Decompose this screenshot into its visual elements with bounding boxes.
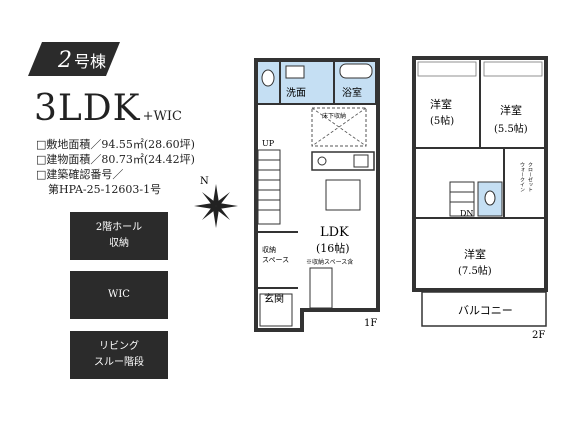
compass-rose: N (194, 176, 238, 228)
room-ldk: LDK (320, 225, 349, 240)
room-2-size: (5.5帖) (494, 122, 528, 135)
kitchen-sink-icon (353, 154, 369, 168)
feature-hall-storage: 2階ホール 収納 (70, 212, 168, 260)
balcony-label: バルコニー (458, 304, 513, 317)
building-area: □建物面積／80.73㎡(24.42坪) (36, 153, 195, 166)
floor-plan-2f: 洋室 (5帖) 洋室 (5.5帖) DN ウォークイン クローゼット 洋室 (7… (412, 56, 548, 341)
room-1-size: (5帖) (430, 114, 454, 127)
bathtub-icon (339, 63, 373, 79)
compass-north: N (200, 176, 209, 187)
toilet-2f-icon (484, 190, 496, 206)
land-area: □敷地面積／94.55㎡(28.60坪) (36, 138, 195, 151)
feature-wic: WIC (70, 271, 168, 319)
room-3-size: (7.5帖) (458, 264, 492, 277)
ldk-note: ※収納スペース含 (306, 258, 353, 266)
feature-wic-line1: WIC (108, 289, 130, 300)
storage-space-line2: スペース (262, 256, 289, 264)
floor-plan-1f: 洗面 浴室 UP 床下収納 収納 スペース LDK (16帖) ※収納スペース含… (254, 58, 380, 332)
unit-number: 2 (58, 48, 72, 73)
stove-icon (317, 156, 327, 166)
layout-title: 3LDK+WIC (34, 88, 182, 129)
feature-living-stairs-line2: スルー階段 (94, 357, 144, 368)
feature-hall-storage-line2: 収納 (109, 238, 129, 249)
sink-icon (285, 65, 305, 79)
room-ldk-size: (16帖) (316, 242, 350, 255)
toilet-icon (261, 69, 275, 87)
kitchen-counter (311, 151, 375, 171)
confirmation-number: 第HPA-25-12603-1号 (48, 183, 162, 196)
ceiling-storage-label: 床下収納 (322, 112, 346, 120)
confirmation-label: □建築確認番号／ (36, 168, 124, 181)
storage-space-line1: 収納 (262, 245, 276, 254)
stairs-up-label: UP (262, 139, 275, 148)
room-bath: 浴室 (342, 86, 362, 99)
unit-suffix: 号棟 (74, 52, 107, 71)
sofa (309, 267, 333, 309)
stairs-1f (257, 149, 281, 225)
unit-badge-shape (28, 42, 120, 76)
walkin-closet-line2: クローゼット (527, 162, 533, 192)
room-wash: 洗面 (286, 87, 306, 99)
layout-type: 3LDK (34, 88, 141, 129)
feature-living-stairs: リビング スルー階段 (70, 331, 168, 379)
layout-extra: +WIC (142, 109, 182, 124)
stairs-2f (449, 181, 475, 217)
entrance-area (259, 293, 293, 327)
feature-living-stairs-line1: リビング (99, 341, 139, 352)
balcony-area (421, 291, 547, 327)
floor-label-2f: 2F (532, 330, 545, 341)
dining-table (325, 179, 361, 211)
outer-wall-1f (254, 58, 380, 332)
feature-hall-storage-line1: 2階ホール (95, 222, 143, 233)
floor-label-1f: 1F (364, 318, 377, 329)
walkin-closet-line1: ウォークイン (519, 161, 525, 192)
room-2: 洋室 (500, 103, 522, 117)
stairs-dn-label: DN (460, 209, 473, 218)
room-3: 洋室 (464, 247, 486, 261)
room-entrance: 玄関 (264, 292, 284, 305)
room-1: 洋室 (430, 97, 452, 111)
